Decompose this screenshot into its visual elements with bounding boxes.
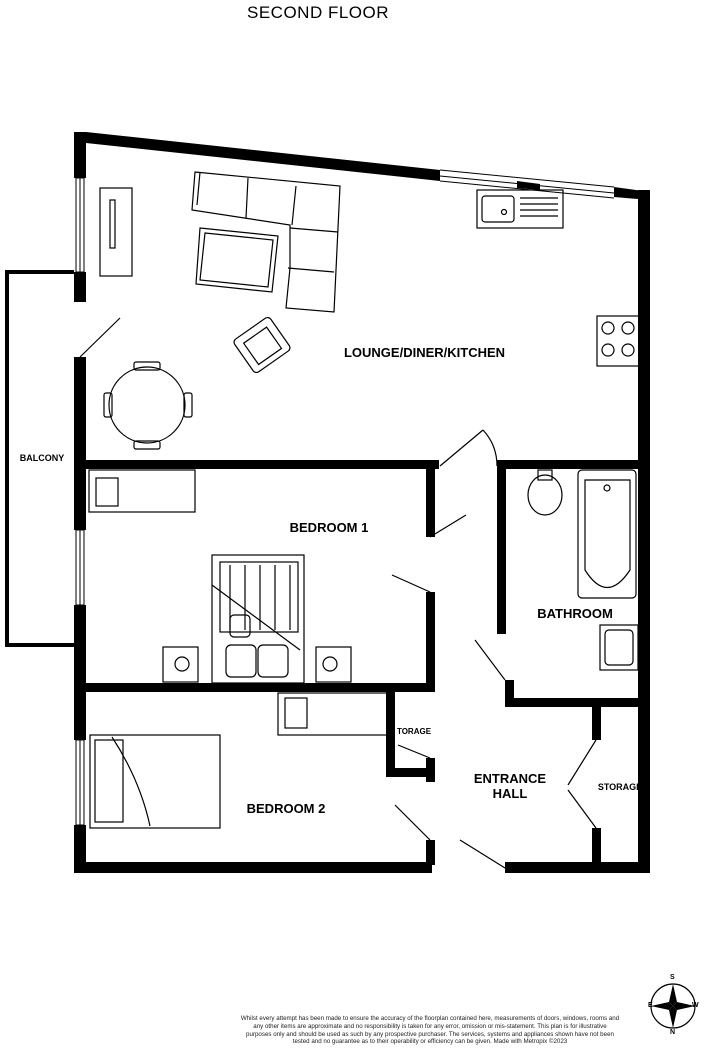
entrance-line1: ENTRANCE [473, 771, 547, 786]
room-label-entrance-hall: ENTRANCE HALL [460, 771, 560, 802]
door-swings [79, 317, 597, 869]
compass-s: S [670, 974, 675, 981]
room-label-bathroom: BATHROOM [537, 606, 613, 621]
room-label-storage-small: TORAGE [396, 727, 432, 736]
windows [75, 169, 615, 826]
compass-n: N [670, 1029, 676, 1036]
room-label-bedroom1: BEDROOM 1 [289, 520, 369, 535]
walls [5, 132, 650, 873]
disclaimer-text: Whilst every attempt has been made to en… [240, 1015, 620, 1046]
room-label-bedroom2: BEDROOM 2 [246, 801, 326, 816]
furniture [88, 171, 640, 829]
compass-w: W [692, 1002, 699, 1009]
entrance-line2: HALL [492, 785, 528, 801]
room-label-storage-right: STORAGE [597, 782, 643, 792]
compass-rose: S N E W [645, 974, 701, 1037]
room-label-balcony: BALCONY [19, 453, 65, 463]
compass-e: E [648, 1002, 653, 1009]
compass-icon [650, 983, 696, 1029]
floor-title: SECOND FLOOR [246, 3, 390, 22]
room-label-lounge: LOUNGE/DINER/KITCHEN [343, 345, 506, 360]
